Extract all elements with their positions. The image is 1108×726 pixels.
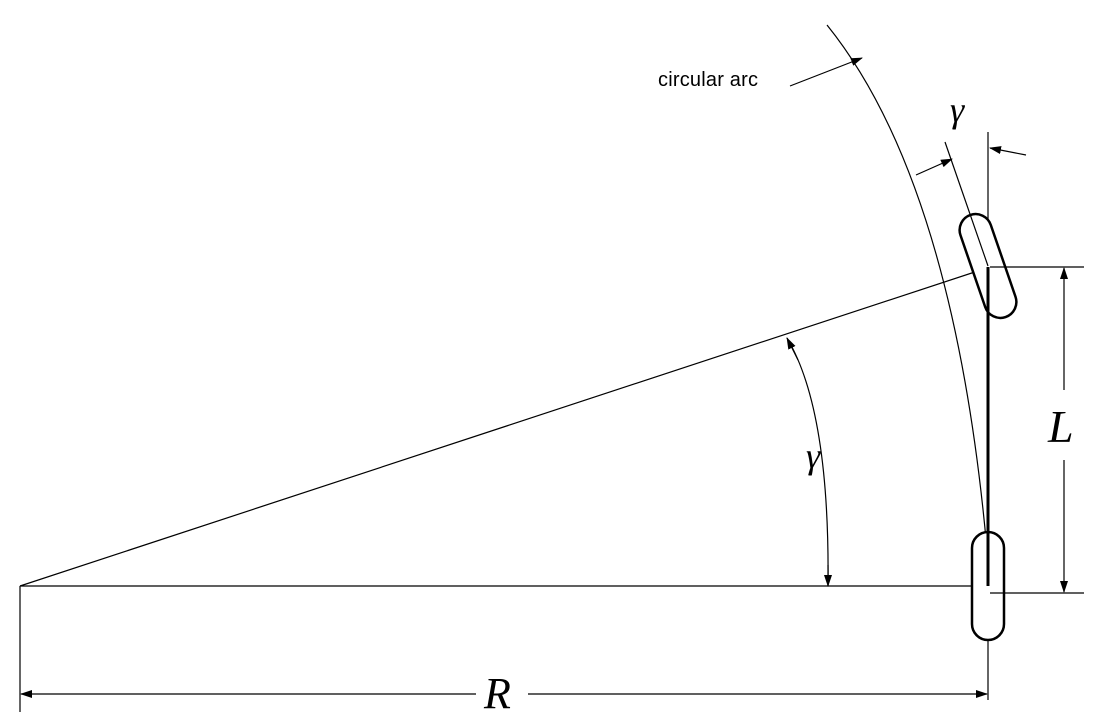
radius-label: R: [484, 669, 511, 718]
wheelbase-label: L: [1048, 401, 1074, 452]
steer-angle-label-center: γ: [806, 436, 821, 476]
gamma-top-arrow-left: [915, 158, 953, 176]
circular-arc: [826, 24, 991, 587]
steer-angle-label-top: γ: [950, 90, 965, 130]
circular-arc-label: circular arc: [658, 69, 759, 91]
arc-leader: [789, 57, 863, 87]
gamma-top-arrow-right: [989, 146, 1027, 156]
front-axle-line: [19, 266, 991, 587]
